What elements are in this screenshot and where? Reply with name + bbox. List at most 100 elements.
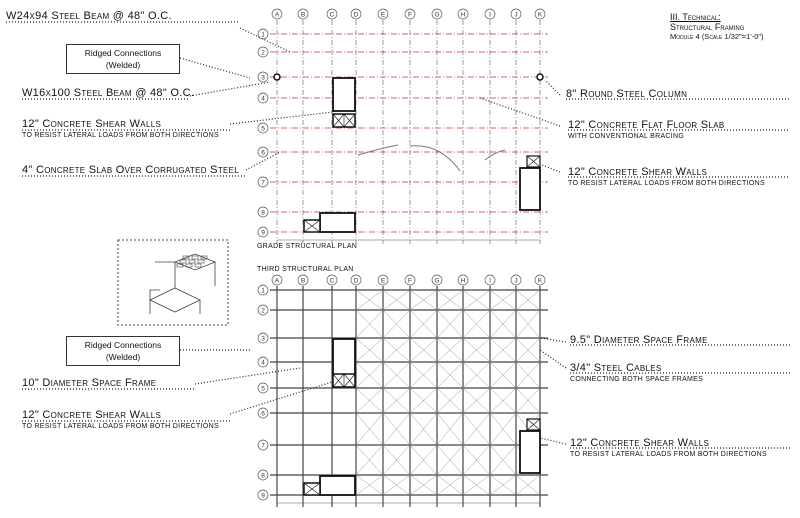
space-frame-bracing — [436, 387, 464, 414]
grid-label-row: 7 — [261, 443, 265, 450]
ridged-label: Ridged Connections — [84, 48, 162, 58]
leader-line — [539, 437, 567, 445]
space-frame-bracing — [382, 289, 411, 311]
space-frame-bracing — [515, 289, 541, 311]
space-frame-bracing — [489, 309, 517, 339]
space-frame-bracing — [382, 309, 411, 339]
node-grid-cell — [185, 263, 193, 268]
grid-bubble — [350, 8, 362, 20]
space-frame-bracing — [382, 474, 411, 496]
grid-bubble — [377, 274, 389, 286]
grid-label-col: I — [489, 12, 491, 19]
ridged-label: Ridged Connections — [84, 340, 162, 350]
leader-line — [239, 27, 291, 53]
space-frame-bracing — [462, 444, 491, 476]
space-frame-bracing — [462, 289, 491, 311]
grid-bubble — [257, 407, 269, 419]
core-x-mark — [332, 113, 356, 128]
caption-grade-plan: Grade Structural Plan — [257, 243, 358, 250]
grid-label-row: 4 — [261, 96, 265, 103]
grid-bubble — [257, 304, 269, 316]
grid-label-col: D — [354, 278, 359, 285]
sublabel-shear-walls-third-right: to resist Lateral Loads from both direct… — [570, 451, 767, 458]
leader-line — [544, 79, 561, 96]
space-frame-bracing — [489, 444, 517, 476]
shear-wall — [319, 212, 356, 233]
grid-bubble — [404, 274, 416, 286]
grid-bubble — [534, 274, 546, 286]
grid-bubble — [350, 274, 362, 286]
node-grid-cell — [191, 255, 199, 260]
space-frame-bracing — [489, 289, 517, 311]
grid-label-row: 5 — [261, 386, 265, 393]
leader-line — [541, 164, 561, 173]
grid-label-row: 3 — [261, 75, 265, 82]
grid-label-col: J — [514, 278, 517, 285]
sublabel-shear-walls-grade-left: to resist Lateral Loads from both direct… — [22, 132, 219, 139]
leader-line — [479, 97, 561, 127]
space-frame-bracing — [355, 444, 384, 476]
space-frame-bracing — [436, 474, 464, 496]
space-frame-bracing — [462, 387, 491, 414]
core-x-mark — [526, 418, 541, 431]
label-flat-floor-slab: 12" Concrete Flat Floor Slab — [568, 119, 725, 131]
space-frame-bracing — [355, 387, 384, 414]
sublabel-shear-walls-grade-right: to resist Lateral Loads from both direct… — [568, 180, 765, 187]
space-frame-bracing — [436, 289, 464, 311]
space-frame-bracing — [515, 337, 541, 363]
space-frame-bracing — [355, 474, 384, 496]
space-frame-bracing — [436, 361, 464, 389]
grid-bubble — [257, 146, 269, 158]
grid-label-col: A — [275, 12, 280, 19]
core-x-mark — [303, 482, 321, 496]
grid-label-row: 1 — [261, 32, 265, 39]
grid-bubble — [510, 8, 522, 20]
leader-line — [179, 57, 251, 79]
space-frame-bracing — [355, 412, 384, 446]
grid-label-col: K — [538, 12, 543, 19]
grid-label-col: E — [381, 12, 386, 19]
round-steel-column — [536, 73, 544, 81]
node-grid-cell — [188, 259, 196, 264]
grid-bubble — [297, 8, 309, 20]
grid-label-col: E — [381, 278, 386, 285]
core-x-mark — [303, 219, 321, 233]
grid-label-row: 9 — [261, 493, 265, 500]
grid-label-row: 3 — [261, 336, 265, 343]
space-frame-bracing — [355, 289, 384, 311]
space-frame-bracing — [462, 361, 491, 389]
title-line-2: Structural Framing — [670, 22, 745, 32]
grid-bubble — [257, 46, 269, 58]
grid-bubble — [510, 274, 522, 286]
grid-bubble — [484, 274, 496, 286]
space-frame-bracing — [409, 474, 438, 496]
grid-bubble — [257, 382, 269, 394]
welded-connection-node-icon — [149, 253, 217, 314]
shear-wall — [319, 475, 356, 496]
shear-wall — [519, 430, 541, 474]
grid-bubble — [257, 92, 269, 104]
space-frame-bracing — [462, 309, 491, 339]
grid-label-row: 6 — [261, 150, 265, 157]
title-line-3: Module 4 (Scale 1/32"=1'-0") — [670, 32, 764, 41]
round-steel-column — [273, 73, 281, 81]
space-frame-bracing — [409, 289, 438, 311]
space-frame-bracing — [355, 309, 384, 339]
sublabel-shear-walls-third-left: to resist Lateral Loads from both direct… — [22, 423, 219, 430]
space-frame-bracing — [515, 474, 541, 496]
core-x-mark — [526, 155, 541, 168]
space-frame-bracing — [436, 412, 464, 446]
node-grid-cell — [182, 255, 190, 260]
grid-bubble — [257, 71, 269, 83]
grid-bubble — [326, 274, 338, 286]
grid-label-row: 6 — [261, 411, 265, 418]
space-frame-bracing — [409, 309, 438, 339]
grid-bubble — [257, 284, 269, 296]
node-grid-cell — [176, 263, 184, 268]
space-frame-bracing — [489, 412, 517, 446]
space-frame-bracing — [515, 361, 541, 389]
shear-wall — [332, 338, 356, 376]
grid-bubble — [257, 122, 269, 134]
grid-bubble — [257, 489, 269, 501]
grid-label-row: 9 — [261, 230, 265, 237]
